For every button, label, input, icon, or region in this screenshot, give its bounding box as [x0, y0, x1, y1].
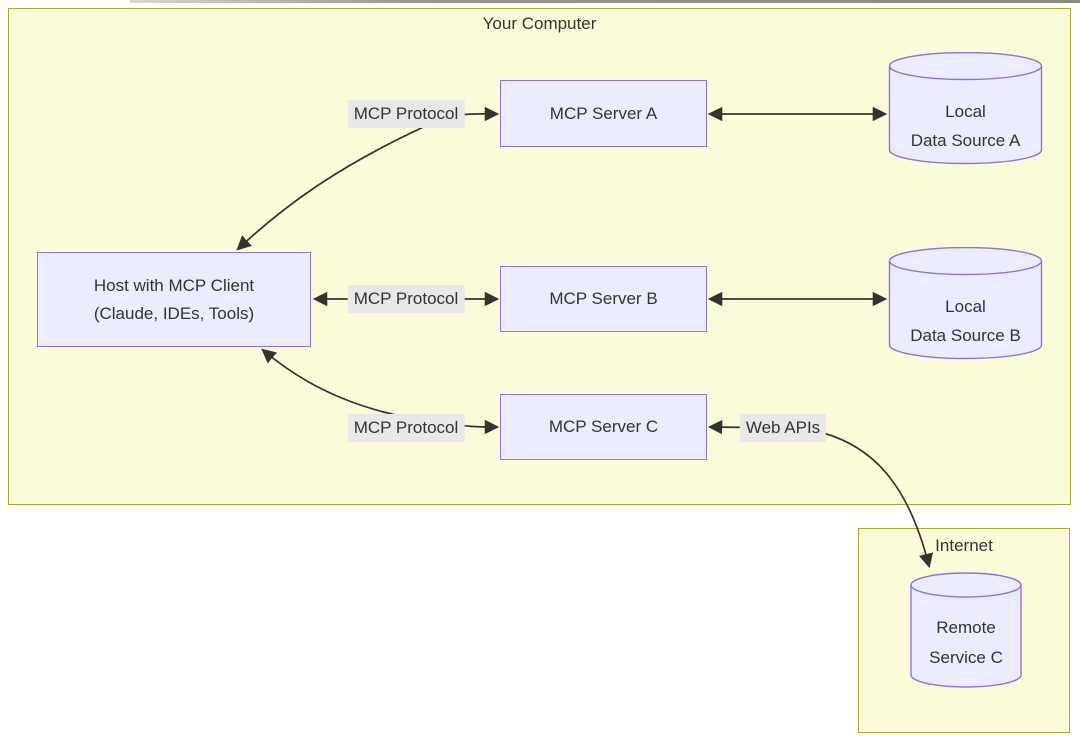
node-mcp-server-b-label: MCP Server B: [549, 289, 658, 308]
edge-label-web-apis: Web APIs: [739, 414, 827, 442]
node-local-data-source-a: Local Data Source A: [888, 52, 1043, 165]
edge-host-server-a: [236, 106, 500, 251]
node-remote-c-label-line2: Service C: [929, 648, 1003, 667]
node-data-b-label-line2: Data Source B: [910, 326, 1021, 345]
node-mcp-server-c: MCP Server C: [500, 394, 707, 460]
node-remote-c-label-line1: Remote: [936, 618, 996, 637]
node-mcp-server-c-label: MCP Server C: [548, 417, 659, 436]
cluster-your-computer-title: Your Computer: [482, 14, 597, 33]
edge-label-mcp-protocol-c: MCP Protocol: [347, 414, 465, 442]
edge-label-mcp-protocol-a: MCP Protocol: [347, 100, 465, 128]
node-mcp-server-a: MCP Server A: [500, 80, 707, 147]
node-data-a-label-line2: Data Source A: [910, 131, 1021, 150]
node-host-label-line2: (Claude, IDEs, Tools): [93, 303, 255, 323]
node-data-b-label-line1: Local: [945, 297, 986, 316]
node-data-a-label-line1: Local: [945, 102, 986, 121]
node-host-label-line1: Host with MCP Client: [93, 275, 255, 295]
edge-server-c-remote-c: [707, 419, 934, 569]
edge-label-mcp-protocol-b: MCP Protocol: [347, 285, 465, 313]
node-mcp-server-b: MCP Server B: [500, 266, 707, 332]
node-mcp-server-a-label: MCP Server A: [549, 103, 658, 123]
screenshot-edge-artifact: [130, 0, 1080, 3]
cylinder-icon: [888, 247, 1043, 360]
node-host-with-mcp-client: Host with MCP Client (Claude, IDEs, Tool…: [37, 252, 311, 347]
cylinder-icon: [888, 52, 1043, 165]
cluster-internet-title: Internet: [935, 536, 993, 555]
node-remote-service-c: Remote Service C: [910, 572, 1022, 688]
cylinder-icon: [910, 572, 1022, 688]
node-local-data-source-b: Local Data Source B: [888, 247, 1043, 360]
